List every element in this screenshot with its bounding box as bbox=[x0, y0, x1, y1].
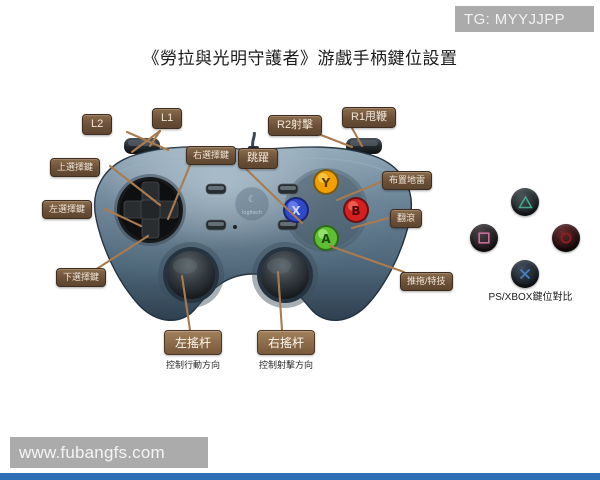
callout-down-select[interactable]: 下選擇鍵 bbox=[56, 268, 107, 287]
callout-roll[interactable]: 翻滾 bbox=[390, 209, 423, 228]
callout-push[interactable]: 推拖/特技 bbox=[400, 272, 453, 291]
callout-l1[interactable]: L1 bbox=[152, 108, 183, 129]
ps-button-circle[interactable] bbox=[552, 224, 580, 252]
page-title: 《勞拉與光明守護者》游戲手柄鍵位設置 bbox=[142, 49, 458, 69]
right-analog-stick bbox=[252, 242, 318, 308]
svg-text:Y: Y bbox=[321, 176, 331, 190]
face-button-b: B bbox=[343, 197, 369, 223]
callout-right-stick[interactable]: 右搖杆 控制射擊方向 bbox=[243, 330, 329, 371]
svg-text:A: A bbox=[321, 232, 331, 246]
svg-text:☾: ☾ bbox=[248, 195, 256, 205]
ps-xbox-legend-caption: PS/XBOX鍵位對比 bbox=[488, 292, 573, 303]
bottom-accent-strip bbox=[0, 473, 600, 480]
callout-left-select[interactable]: 左選擇鍵 bbox=[42, 200, 93, 219]
ps-button-cross[interactable] bbox=[511, 260, 539, 288]
square-icon bbox=[478, 232, 490, 244]
callout-up-select[interactable]: 上選擇鍵 bbox=[50, 158, 101, 177]
right-stick-label: 右搖杆 bbox=[256, 330, 315, 355]
svg-text:B: B bbox=[351, 204, 360, 218]
callout-jump[interactable]: 跳躍 bbox=[238, 148, 278, 169]
left-stick-label: 左搖杆 bbox=[163, 330, 222, 355]
center-controls: ☾ logitech bbox=[205, 183, 299, 231]
callout-mine[interactable]: 布置地雷 bbox=[382, 171, 433, 190]
left-stick-sub: 控制行動方向 bbox=[165, 360, 220, 370]
callout-r2[interactable]: R2射擊 bbox=[268, 115, 323, 136]
svg-text:logitech: logitech bbox=[242, 210, 262, 216]
gamepad-illustration: ☾ logitech Y B bbox=[94, 132, 412, 322]
left-analog-stick bbox=[158, 242, 224, 308]
callout-r1[interactable]: R1甩鞭 bbox=[342, 107, 397, 128]
callout-left-stick[interactable]: 左搖杆 控制行動方向 bbox=[150, 330, 236, 371]
site-watermark: www.fubangfs.com bbox=[10, 437, 208, 468]
ps-button-triangle[interactable] bbox=[511, 188, 539, 216]
callout-right-select[interactable]: 右選擇鍵 bbox=[186, 146, 237, 165]
right-stick-sub: 控制射擊方向 bbox=[258, 360, 313, 370]
triangle-icon bbox=[517, 194, 533, 208]
ps-button-square[interactable] bbox=[470, 224, 498, 252]
ps-xbox-legend bbox=[470, 188, 580, 293]
face-button-x: X bbox=[283, 197, 309, 223]
tg-badge: TG: MYYJJPP bbox=[455, 6, 594, 32]
callout-l2[interactable]: L2 bbox=[82, 114, 113, 135]
svg-text:X: X bbox=[291, 204, 301, 218]
dpad bbox=[123, 181, 179, 239]
face-button-a: A bbox=[313, 225, 339, 251]
circle-icon bbox=[560, 232, 572, 244]
face-button-y: Y bbox=[313, 169, 339, 195]
cross-icon bbox=[519, 268, 531, 280]
